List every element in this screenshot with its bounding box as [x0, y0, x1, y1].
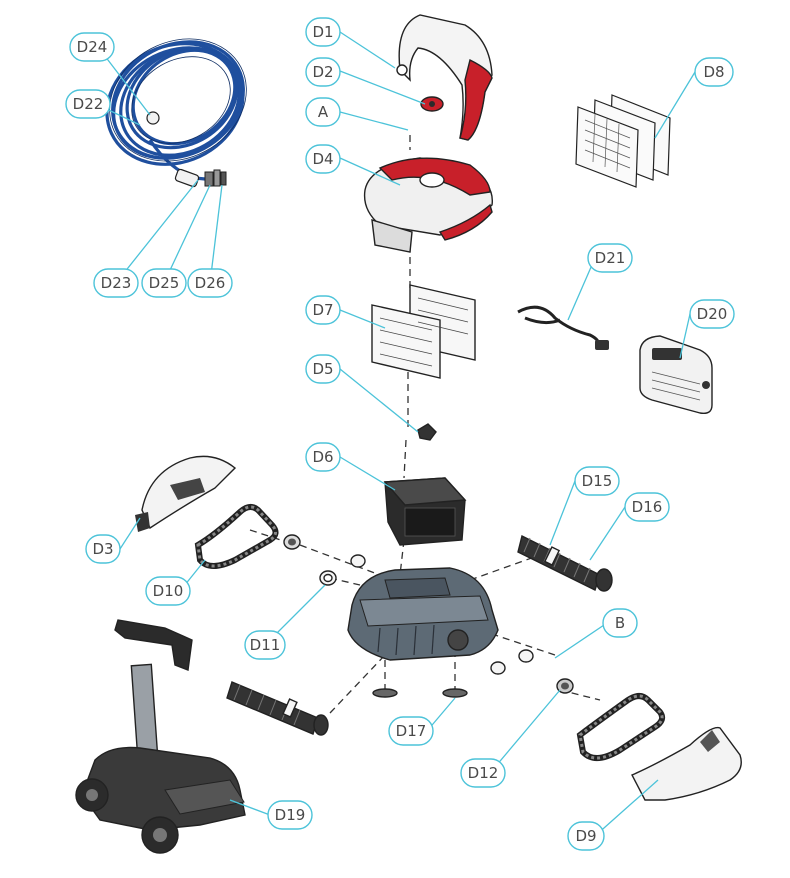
callout-label: D7: [312, 301, 333, 319]
top-cover: [363, 157, 494, 253]
callout-d11: D11: [244, 630, 286, 660]
callout-label: D24: [77, 38, 108, 56]
filter-cartridges: [371, 284, 476, 379]
power-supply-box: [639, 335, 713, 415]
transport-caddy: [75, 619, 246, 854]
callout-d24: D24: [69, 32, 115, 62]
support-feet: [372, 688, 468, 698]
side-panel-right: [631, 726, 742, 801]
pulley-d12: [556, 678, 574, 694]
callout-label: D19: [275, 806, 306, 824]
drive-track-right: [576, 693, 666, 761]
callout-d26: D26: [187, 268, 233, 298]
top-handle: [396, 14, 493, 141]
drive-track-left: [194, 504, 279, 569]
callout-label: B: [615, 614, 625, 632]
callout-label: A: [318, 103, 329, 121]
callout-a: A: [305, 97, 341, 127]
callout-d6: D6: [305, 442, 341, 472]
callout-d17: D17: [388, 716, 434, 746]
bushing-right-b: [490, 661, 506, 675]
callout-label: D22: [73, 95, 104, 113]
brush-roller-right: [517, 534, 613, 592]
callout-label: D5: [312, 360, 333, 378]
motor-chassis-base: [347, 567, 499, 661]
side-panel-left: [135, 455, 237, 532]
filter-panels-set: [575, 94, 671, 188]
callout-d16: D16: [624, 492, 670, 522]
callout-d19: D19: [267, 800, 313, 830]
bushing-right-a: [518, 649, 534, 663]
callout-d21: D21: [587, 243, 633, 273]
callout-d8: D8: [694, 57, 734, 87]
handle-button: [420, 96, 444, 112]
callout-d5: D5: [305, 354, 341, 384]
pump-motor-unit: [383, 477, 467, 546]
callout-label: D26: [195, 274, 226, 292]
callout-label: D8: [703, 63, 724, 81]
callout-d9: D9: [567, 821, 605, 851]
pulley-left: [283, 534, 301, 550]
callout-label: D6: [312, 448, 333, 466]
callout-d25: D25: [141, 268, 187, 298]
callout-d20: D20: [689, 299, 735, 329]
callout-label: D1: [312, 23, 333, 41]
callout-d23: D23: [93, 268, 139, 298]
callout-label: D4: [312, 150, 333, 168]
callout-label: D17: [396, 722, 427, 740]
callout-d4: D4: [305, 144, 341, 174]
brush-roller-left: [226, 681, 329, 736]
callout-label: D10: [153, 582, 184, 600]
callout-d15: D15: [574, 466, 620, 496]
bushing-d11: [319, 570, 337, 586]
filter-latch: [417, 423, 437, 441]
callout-label: D16: [632, 498, 663, 516]
callout-label: D15: [582, 472, 613, 490]
callout-label: D21: [595, 249, 626, 267]
callout-d3: D3: [85, 534, 121, 564]
callout-d10: D10: [145, 576, 191, 606]
callout-d12: D12: [460, 758, 506, 788]
callout-label: D23: [101, 274, 132, 292]
callout-label: D11: [250, 636, 281, 654]
callout-d2: D2: [305, 57, 341, 87]
power-cord: [517, 305, 609, 350]
callout-d22: D22: [65, 89, 111, 119]
bushing-left-upper: [350, 554, 366, 568]
callout-d7: D7: [305, 295, 341, 325]
callout-b: B: [602, 608, 638, 638]
callout-label: D20: [697, 305, 728, 323]
callout-d1: D1: [305, 17, 341, 47]
callout-label: D12: [468, 764, 499, 782]
callout-label: D2: [312, 63, 333, 81]
callout-label: D25: [149, 274, 180, 292]
callout-label: D3: [92, 540, 113, 558]
callout-label: D9: [575, 827, 596, 845]
floating-cable-coil: [105, 38, 247, 188]
